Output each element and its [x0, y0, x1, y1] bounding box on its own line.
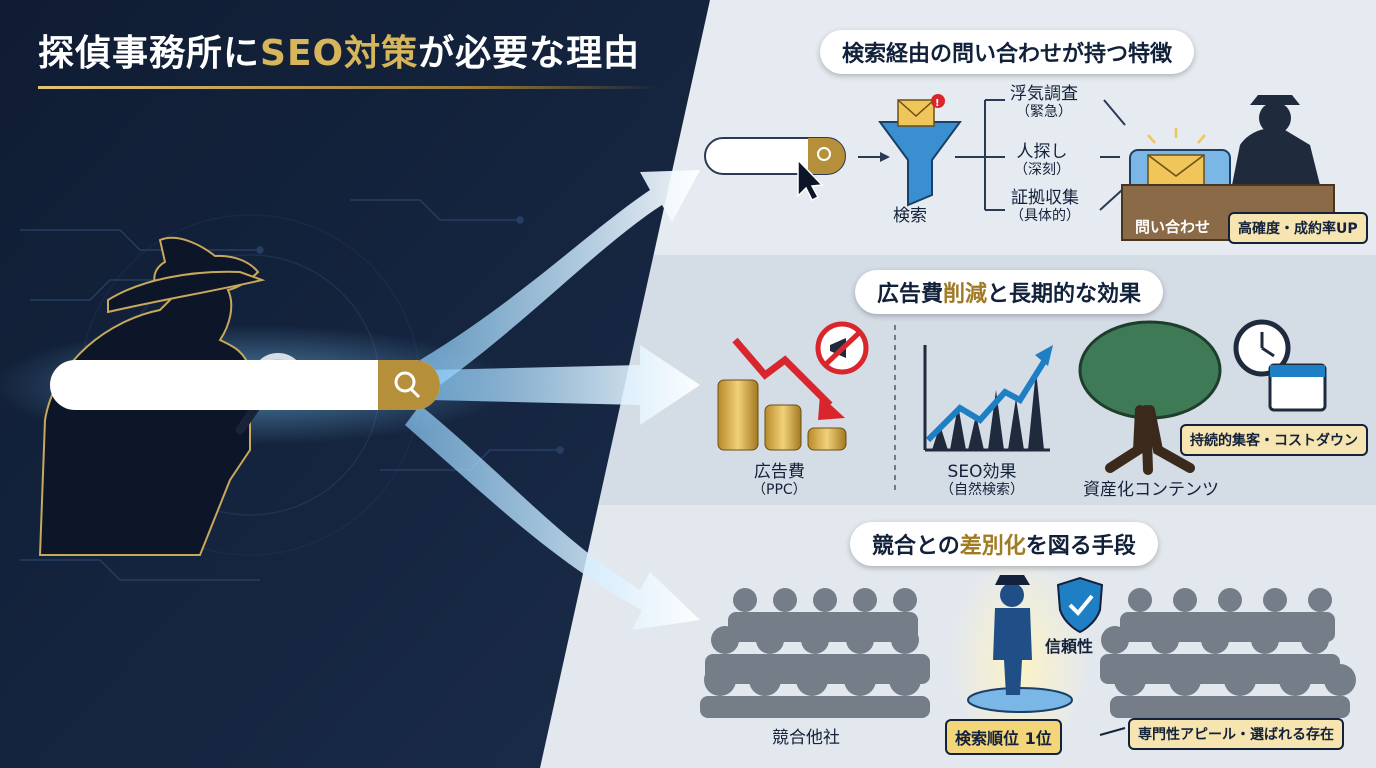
seo-growth-chart: [923, 345, 1053, 452]
no-ads-icon: [815, 321, 869, 375]
ad-cost-text: 広告費: [753, 462, 805, 482]
competitor-crowd-left: [700, 588, 930, 718]
competitor-crowd-right: [1100, 588, 1356, 718]
section3-title-part2: を図る手段: [1025, 534, 1136, 559]
trust-label: 信頼性: [1045, 637, 1094, 656]
title-divider: [38, 86, 658, 89]
section3-title-highlight: 差別化: [959, 534, 1026, 559]
title-part1: 探偵事務所に: [38, 33, 261, 74]
winning-detective: [993, 575, 1032, 695]
section2-graphics: [717, 319, 1327, 490]
section2-title-highlight: 削減: [943, 282, 988, 307]
section3-title-part1: 競合との: [872, 534, 960, 559]
appeal-badge: 専門性アピール・選ばれる存在: [1128, 718, 1344, 750]
seo-label: SEO効果 （自然検索）: [940, 462, 1024, 499]
svg-text:!: !: [935, 98, 940, 109]
reason-line1: 証拠収集: [1011, 188, 1079, 208]
section3-title: 競合との差別化を図る手段: [850, 522, 1158, 566]
section3-graphics: [700, 530, 1356, 750]
ad-cost-label: 広告費 （PPC）: [752, 462, 807, 499]
section1-title-text: 検索経由の問い合わせが持つ特徴: [842, 42, 1173, 67]
funnel-label: 検索: [893, 206, 927, 226]
reason-item: 人探し （深刻）: [1014, 142, 1070, 179]
title-highlight: SEO対策: [260, 33, 419, 74]
calendar-icon: [1268, 363, 1327, 412]
rank-badge: 検索順位 1位: [945, 719, 1062, 755]
competitors-label: 競合他社: [772, 728, 840, 748]
inquiry-label: 問い合わせ: [1135, 218, 1211, 236]
shield-icon: [1056, 576, 1104, 634]
tree-icon: [1078, 320, 1222, 475]
reason-line2: （深刻）: [1014, 162, 1070, 179]
reason-line1: 浮気調査: [1010, 84, 1078, 104]
ad-cost-sub: （PPC）: [752, 482, 807, 499]
clock-icon: [1233, 319, 1291, 377]
section2-title-part2: と長期的な効果: [987, 282, 1142, 307]
section1-title: 検索経由の問い合わせが持つ特徴: [820, 30, 1195, 74]
seo-sub: （自然検索）: [940, 482, 1024, 499]
seo-text: SEO効果: [947, 462, 1017, 482]
page-title: 探偵事務所にSEO対策が必要な理由: [38, 24, 640, 76]
asset-label: 資産化コンテンツ: [1083, 480, 1219, 500]
result-badge: 高確度・成約率UP: [1228, 212, 1368, 244]
section2-title-part1: 広告費: [877, 282, 944, 307]
coin-stacks: [717, 379, 847, 451]
reason-item: 浮気調査 （緊急）: [1010, 84, 1078, 121]
section2-title: 広告費削減と長期的な効果: [855, 270, 1164, 314]
reason-line2: （緊急）: [1016, 104, 1072, 121]
flow-arrows: [405, 170, 700, 630]
reason-line2: （具体的）: [1010, 208, 1080, 225]
main-search-bar: [50, 360, 440, 410]
reason-item: 証拠収集 （具体的）: [1010, 188, 1080, 225]
reason-line1: 人探し: [1016, 142, 1068, 162]
asset-badge: 持続的集客・コストダウン: [1180, 424, 1368, 456]
title-part2: が必要な理由: [418, 33, 641, 74]
